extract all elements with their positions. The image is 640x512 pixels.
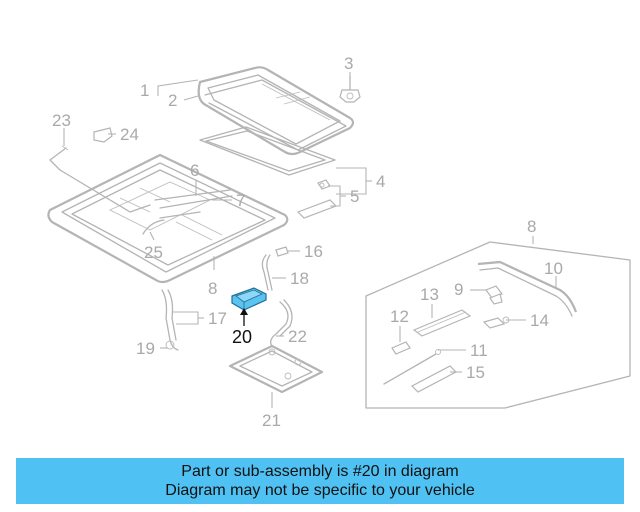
callout-20[interactable]: 20: [232, 327, 252, 347]
callout-5: 5: [350, 187, 359, 206]
callout-8-right: 8: [527, 217, 536, 236]
callout-22: 22: [288, 327, 307, 346]
drain-tray-part: [228, 344, 324, 394]
callout-labels: 1 2 3 4 5 6 7 8 8 9 10 11 12 13 14 15 16…: [52, 54, 563, 430]
sunroof-frame-part: [47, 153, 289, 284]
callout-9: 9: [454, 280, 463, 299]
callout-7: 7: [236, 191, 245, 210]
callout-15: 15: [466, 363, 485, 382]
highlight-leader: [240, 308, 248, 326]
callout-24: 24: [120, 125, 139, 144]
panel-frame-part: [199, 126, 336, 176]
callout-12: 12: [390, 307, 409, 326]
parts-diagram: 1 2 3 4 5 6 7 8 8 9 10 11 12 13 14 15 16…: [47, 54, 631, 430]
callout-3: 3: [344, 54, 353, 73]
callout-6: 6: [190, 161, 199, 180]
callout-8-left: 8: [208, 279, 217, 298]
leader-lines: [63, 72, 557, 408]
callout-14: 14: [530, 311, 549, 330]
callout-18: 18: [290, 269, 309, 288]
hose-part: [142, 219, 165, 235]
callout-2: 2: [168, 91, 177, 110]
callout-25: 25: [144, 243, 163, 262]
callout-1: 1: [140, 81, 149, 100]
bolt-part: [339, 75, 361, 103]
callout-11: 11: [470, 341, 488, 360]
track-assembly-box: [365, 241, 631, 409]
callout-13: 13: [420, 285, 439, 304]
rear-drain-hose-part: [270, 299, 293, 347]
callout-21: 21: [262, 411, 281, 430]
callout-19: 19: [136, 339, 155, 358]
drain-tube-part: [161, 289, 179, 351]
callout-17: 17: [208, 309, 227, 328]
glass-panel-part: [197, 66, 355, 156]
callout-16: 16: [304, 242, 323, 261]
callout-23: 23: [52, 111, 71, 130]
callout-4: 4: [376, 172, 385, 191]
banner-line-2: Diagram may not be specific to your vehi…: [165, 482, 475, 499]
info-banner: Part or sub-assembly is #20 in diagram D…: [16, 458, 624, 504]
hose-clip-part: [261, 246, 289, 291]
drain-cable-part: [49, 145, 151, 213]
highlighted-part-20[interactable]: [231, 287, 267, 311]
clip-part: [93, 127, 113, 143]
banner-line-1: Part or sub-assembly is #20 in diagram: [181, 463, 459, 480]
callout-10: 10: [544, 259, 563, 278]
